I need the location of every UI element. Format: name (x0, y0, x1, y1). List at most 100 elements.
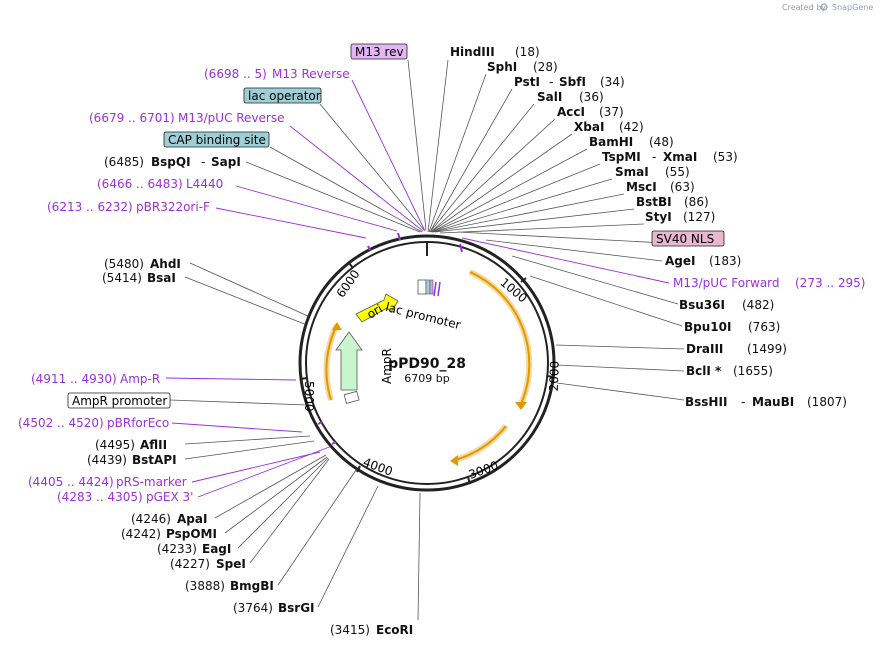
enzyme-xbai-pos: (42) (619, 120, 644, 134)
primer-prs-marker-range: (4405 .. 4424) (28, 475, 114, 489)
enzyme-sbfi: SbfI (559, 75, 586, 89)
enzyme-pspomi-pos: (4242) (121, 527, 161, 541)
enzyme-bstapi-pos: (4439) (87, 453, 127, 467)
credit-text: Created by (782, 3, 826, 12)
enzyme-bspqi: BspQI (151, 155, 191, 169)
enzyme-dash: - (201, 155, 205, 169)
primer-m13-reverse-range: (6698 .. 5) (204, 67, 267, 81)
box-sv40-nls: SV40 NLS (651, 230, 725, 247)
enzyme-bpu10i-pos: (763) (748, 320, 780, 334)
primer-ampr: Amp-R (120, 372, 160, 386)
orf-arcs (323, 269, 533, 463)
site-markers (317, 232, 463, 445)
box-ampr-promoter-label: AmpR promoter (72, 394, 167, 408)
enzyme-bsshii-pos: (1807) (807, 395, 847, 409)
enzyme-msci-pos: (63) (670, 180, 695, 194)
enzyme-bsrgi: BsrGI (278, 601, 315, 615)
plasmid-name: pPD90_28 (388, 356, 466, 372)
enzyme-agei-pos: (183) (709, 254, 741, 268)
primer-pbrforeco-range: (4502 .. 4520) (18, 416, 104, 430)
enzyme-bsshii: BssHII (685, 395, 727, 409)
enzyme-msci: MscI (626, 180, 657, 194)
enzyme-hindiii-pos: (18) (515, 45, 540, 59)
enzyme-ecori: EcoRI (376, 623, 413, 637)
enzyme-bmgbi-pos: (3888) (185, 579, 225, 593)
enzyme-leader-lines (169, 59, 721, 621)
enzyme-styi-pos: (127) (683, 210, 715, 224)
enzyme-xbai: XbaI (574, 120, 604, 134)
box-m13-rev-label: M13 rev (355, 45, 404, 59)
enzyme-dash: - (741, 395, 745, 409)
enzyme-eagi: EagI (202, 542, 231, 556)
primer-m13puc-forward-range: (273 .. 295) (795, 276, 865, 290)
enzyme-bsai-pos: (5414) (102, 271, 142, 285)
enzyme-bcli: BclI * (686, 364, 722, 378)
primer-pbr322ori: pBR322ori-F (136, 200, 210, 214)
backbone (298, 234, 556, 492)
enzyme-ahdi-pos: (5480) (104, 257, 144, 271)
primer-pbrforeco: pBRforEco (107, 416, 169, 430)
orf-arrowheads (332, 322, 527, 466)
enzyme-ecori-pos: (3415) (330, 623, 370, 637)
enzyme-psti: PstI (514, 75, 540, 89)
enzyme-bstbi-pos: (86) (684, 195, 709, 209)
tick-label-5000: 5000 (302, 381, 316, 412)
primer-l4440: L4440 (186, 177, 223, 191)
enzymes-left: (6485) BspQI - SapI (5480) AhdI (5414) B… (87, 155, 413, 637)
box-sv40-nls-label: SV40 NLS (656, 232, 714, 246)
lac-promoter-feature: lac promoter (384, 279, 462, 332)
box-lac-operator: lac operator (243, 87, 322, 104)
enzyme-draiii: DraIII (686, 342, 723, 356)
primer-labels: (6698 .. 5) M13 Reverse (6679 .. 6701) M… (18, 67, 865, 504)
enzyme-bstbi: BstBI (636, 195, 672, 209)
snapgene-logo-text: SnapGene (832, 3, 873, 12)
enzyme-smai-pos: (55) (665, 165, 690, 179)
enzyme-dash: - (652, 150, 656, 164)
enzyme-styi: StyI (645, 210, 672, 224)
tick-label-2000: 2000 (547, 361, 562, 392)
enzyme-bcli-pos: (1655) (733, 364, 773, 378)
enzyme-pspomi: PspOMI (166, 527, 217, 541)
primer-m13-reverse: M13 Reverse (272, 67, 350, 81)
enzyme-spei-pos: (4227) (170, 557, 210, 571)
enzyme-bamhi: BamHI (589, 135, 633, 149)
primer-pbr322ori-range: (6213 .. 6232) (47, 200, 133, 214)
enzyme-bsu36i: Bsu36I (679, 298, 725, 312)
primer-ampr-range: (4911 .. 4930) (31, 372, 117, 386)
ori-feature: ori (355, 293, 399, 323)
enzyme-bamhi-pos: (48) (649, 135, 674, 149)
enzyme-bspqi-pos: (6485) (104, 155, 144, 169)
enzyme-eagi-pos: (4233) (157, 542, 197, 556)
primer-pgex3-range: (4283 .. 4305) (57, 490, 143, 504)
box-cap-site-label: CAP binding site (168, 133, 266, 147)
tick-label-3000: 3000 (467, 458, 500, 482)
snapgene-logo-icon (820, 3, 828, 11)
ampr-label: AmpR (380, 348, 394, 384)
primer-l4440-range: (6466 .. 6483) (97, 177, 183, 191)
enzyme-aflii-pos: (4495) (95, 438, 135, 452)
primer-m13puc-forward: M13/pUC Forward (673, 276, 780, 290)
enzyme-ahdi: AhdI (150, 257, 181, 271)
enzyme-hindiii: HindIII (450, 45, 495, 59)
enzyme-acci-pos: (37) (599, 105, 624, 119)
enzyme-draiii-pos: (1499) (747, 342, 787, 356)
enzyme-bmgbi: BmgBI (230, 579, 274, 593)
enzyme-maubi: MauBI (752, 395, 794, 409)
enzyme-apai-pos: (4246) (131, 512, 171, 526)
primer-leader-lines (165, 79, 670, 498)
box-m13-rev: M13 rev (350, 43, 408, 60)
ori-label: ori (364, 302, 385, 322)
enzyme-xmai: XmaI (663, 150, 697, 164)
enzyme-tspmi-pos: (53) (713, 150, 738, 164)
enzyme-tspmi: TspMI (602, 150, 641, 164)
enzyme-sphi-pos: (28) (533, 60, 558, 74)
box-cap-site: CAP binding site (163, 131, 270, 148)
box-ampr-promoter: AmpR promoter (67, 392, 171, 409)
enzyme-bsai: BsaI (147, 271, 176, 285)
enzyme-sapi: SapI (211, 155, 241, 169)
enzyme-acci: AccI (557, 105, 585, 119)
primer-prs-marker: pRS-marker (116, 475, 187, 489)
ampr-feature: AmpR (335, 331, 394, 404)
enzyme-aflii: AflII (140, 438, 167, 452)
lac-promoter-label: lac promoter (384, 300, 462, 332)
